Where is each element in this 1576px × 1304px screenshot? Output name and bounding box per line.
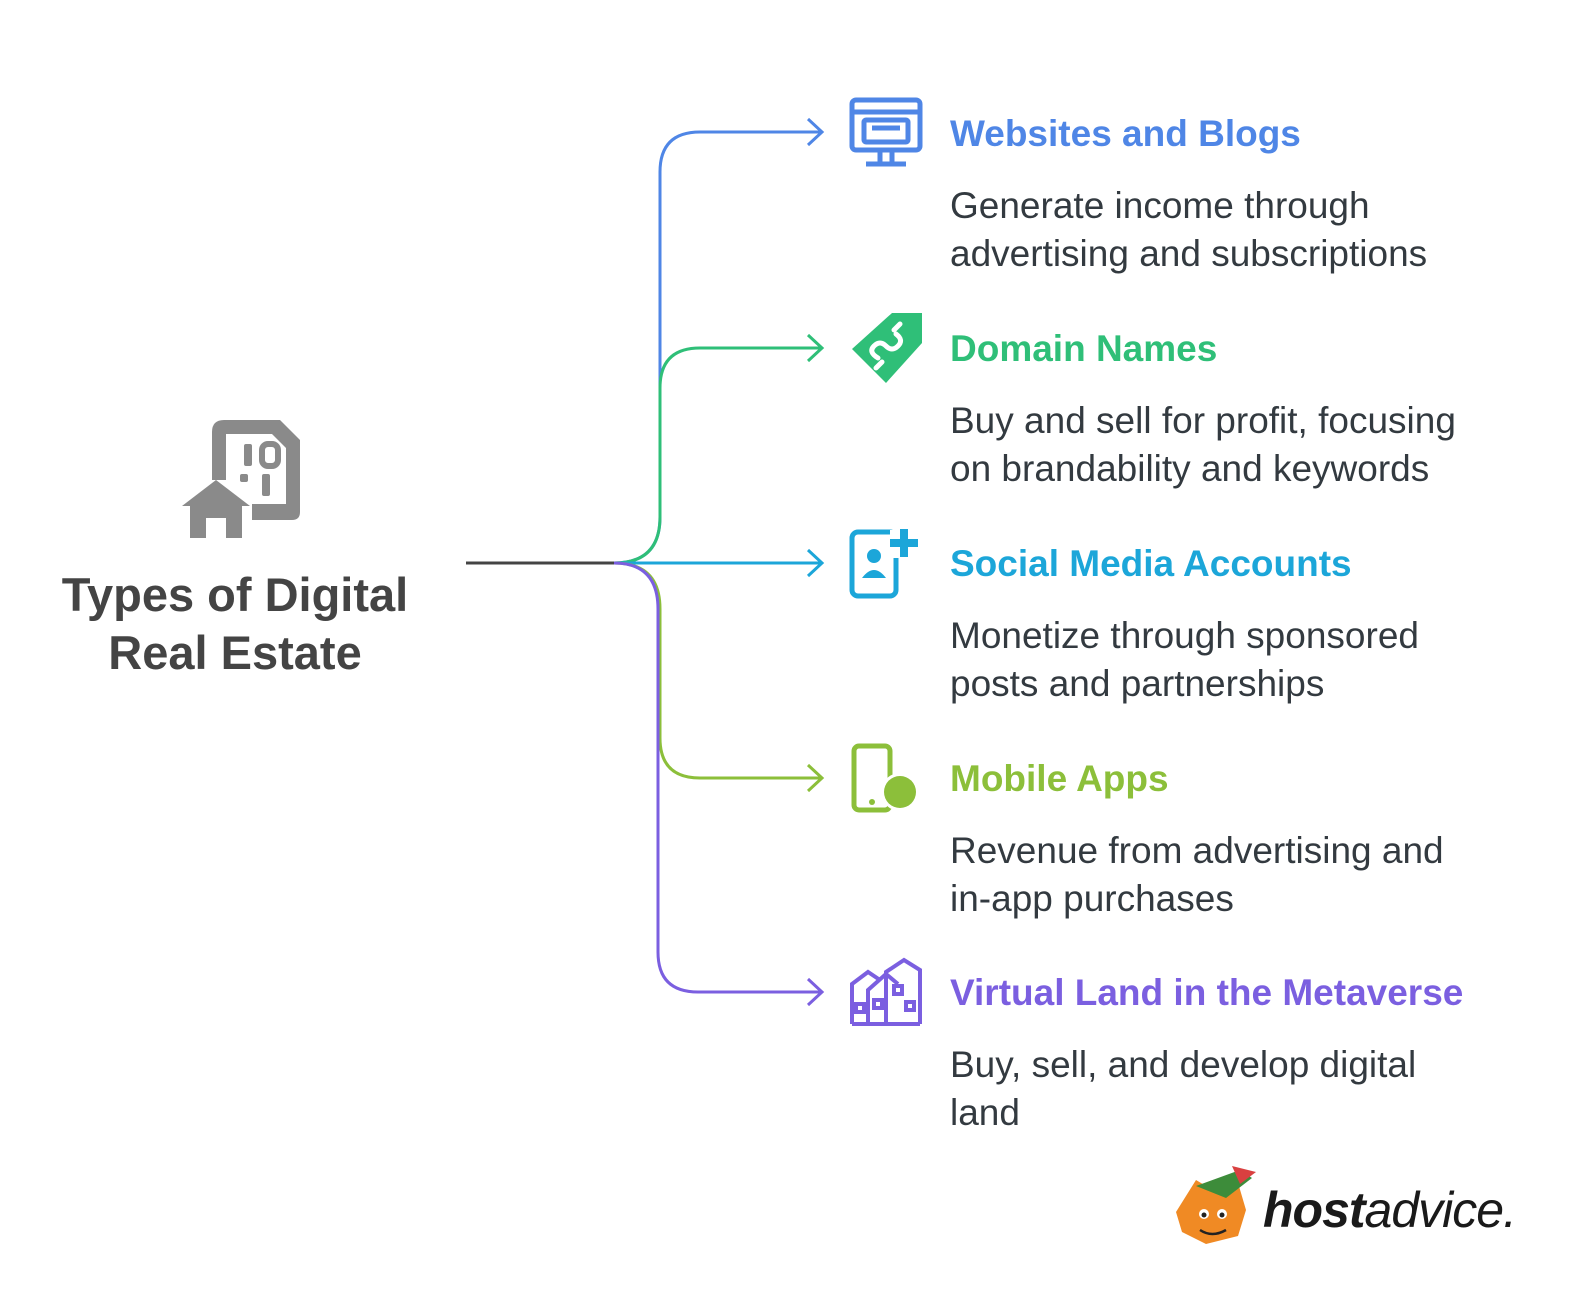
- branch-desc-line: Buy, sell, and develop digital: [950, 1044, 1417, 1085]
- building-house-icon: [182, 420, 300, 538]
- branch-desc-line: land: [950, 1092, 1020, 1133]
- branch-desc-mobile: Revenue from advertising and in-app purc…: [950, 827, 1540, 923]
- arrowhead-websites: [806, 117, 825, 147]
- brand-logo-bold: host: [1263, 1182, 1366, 1238]
- branch-desc-line: Generate income through: [950, 185, 1370, 226]
- mobile-phone-icon: [851, 743, 919, 813]
- branch-desc-line: Revenue from advertising and: [950, 830, 1444, 871]
- brand-logo-regular: advice.: [1364, 1182, 1517, 1238]
- arrowhead-metaverse: [806, 977, 825, 1007]
- branch-desc-line: in-app purchases: [950, 878, 1234, 919]
- branch-title-social: Social Media Accounts: [950, 543, 1352, 584]
- root-title: Types of Digital Real Estate: [40, 566, 430, 682]
- branch-line-metaverse: [613, 561, 822, 994]
- arrowhead-domains: [806, 333, 825, 363]
- branch-title-domains: Domain Names: [950, 328, 1218, 369]
- root-title-line1: Types of Digital: [61, 568, 409, 621]
- branch-desc-line: posts and partnerships: [950, 663, 1325, 704]
- fox-mascot-icon: [1176, 1166, 1256, 1244]
- arrowhead-mobile: [806, 763, 825, 793]
- arrowhead-social: [806, 548, 825, 578]
- branch-desc-metaverse: Buy, sell, and develop digital land: [950, 1041, 1540, 1137]
- branch-desc-line: Buy and sell for profit, focusing: [950, 400, 1456, 441]
- root-title-line2: Real Estate: [108, 626, 362, 679]
- branch-desc-websites: Generate income through advertising and …: [950, 182, 1540, 278]
- website-monitor-icon: [849, 97, 923, 167]
- branch-desc-domains: Buy and sell for profit, focusing on bra…: [950, 397, 1540, 493]
- brand-logo: hostadvice.: [1263, 1180, 1517, 1240]
- branch-title-mobile: Mobile Apps: [950, 758, 1169, 799]
- branch-line-domains: [613, 346, 822, 565]
- add-contact-phone-icon: [849, 529, 918, 599]
- branch-desc-line: Monetize through sponsored: [950, 615, 1419, 656]
- price-tag-icon: [852, 313, 922, 383]
- branch-title-websites: Websites and Blogs: [950, 113, 1301, 154]
- branch-desc-line: on brandability and keywords: [950, 448, 1430, 489]
- virtual-city-icon: [850, 957, 922, 1026]
- branch-line-mobile: [613, 561, 822, 780]
- branch-title-metaverse: Virtual Land in the Metaverse: [950, 972, 1464, 1013]
- branch-desc-line: advertising and subscriptions: [950, 233, 1428, 274]
- branch-desc-social: Monetize through sponsored posts and par…: [950, 612, 1540, 708]
